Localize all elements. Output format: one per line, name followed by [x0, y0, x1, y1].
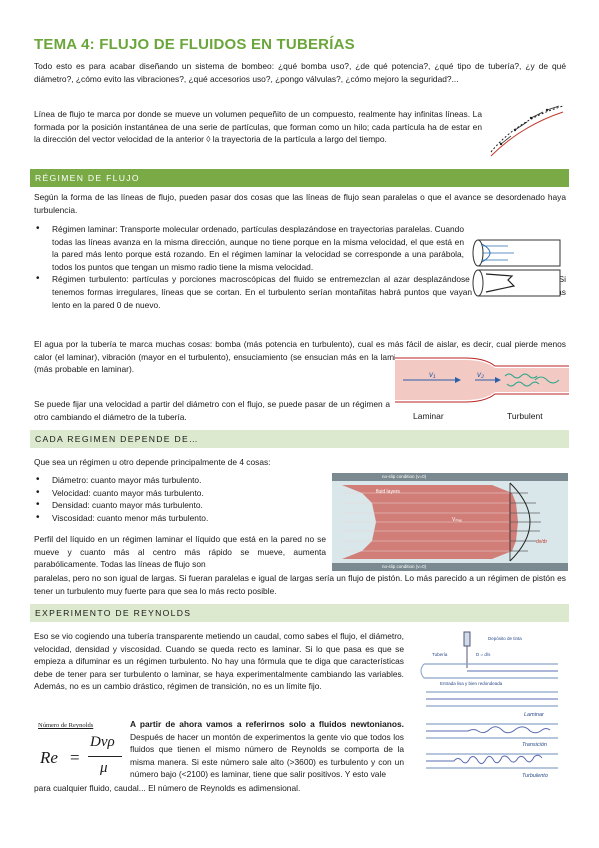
- formula-equals: =: [70, 748, 80, 767]
- intro-paragraph: Todo esto es para acabar diseñando un si…: [34, 61, 566, 84]
- water-paragraph: El agua por la tubería te marca muchas c…: [34, 338, 566, 376]
- reynolds-formula: Número de Reynolds Re = Dvρ μ: [34, 722, 122, 782]
- turbulent-label: Turbulent: [507, 411, 543, 421]
- top-wall-label: no-slip condition (v=0): [382, 474, 427, 479]
- v2-label: v₂: [477, 370, 485, 379]
- v1-label: v₁: [429, 370, 436, 379]
- bottom-wall-label: no-slip condition (v=0): [382, 564, 427, 569]
- formula-re: Re: [40, 748, 58, 767]
- factors-list: Diámetro: cuanto mayor más turbulento. V…: [34, 474, 324, 524]
- laminar-label: Laminar: [413, 411, 444, 421]
- reynolds-paragraph: Eso se vio cogiendo una tubería transpar…: [34, 631, 404, 692]
- formula-denominator: μ: [100, 760, 108, 776]
- water-text: El agua por la tubería te marca muchas c…: [34, 339, 566, 375]
- fraction-bar: [88, 756, 122, 757]
- section-header-reynolds: EXPERIMENTO DE REYNOLDS: [30, 604, 569, 622]
- page-title: TEMA 4: FLUJO DE FLUIDOS EN TUBERÍAS: [34, 36, 355, 53]
- profile-paragraph: Perfil del líquido en un régimen laminar…: [34, 534, 326, 570]
- list-item: Régimen laminar: Transporte molecular or…: [34, 223, 464, 273]
- regimen-intro: Según la forma de las líneas de flujo, p…: [34, 192, 566, 215]
- tube-label: Tubería: [432, 652, 448, 657]
- entrance-label: Entrada lisa y bien redondeada: [440, 681, 503, 686]
- dye-tank-label: Depósito de tinta: [488, 636, 522, 641]
- velocity-profile-figure: no-slip condition (v=0) fluid layers Vₘₐ…: [332, 473, 568, 571]
- fluid-layers-label: fluid layers: [376, 489, 400, 495]
- list-item: Diámetro: cuanto mayor más turbulento.: [34, 474, 324, 487]
- list-item: Densidad: cuanto mayor más turbulento.: [34, 499, 324, 512]
- diameter-paragraph: Se puede fijar una velocidad a partir de…: [34, 399, 390, 422]
- pipe-figure: [472, 239, 561, 297]
- section-header-cada: CADA REGIMEN DEPENDE DE…: [30, 430, 569, 448]
- list-item: Régimen turbulento: partículas y porcion…: [34, 273, 566, 311]
- diameter-label: D = d/s: [476, 652, 491, 657]
- reynolds-experiment-figure: Tubería Depósito de tinta D = d/s Entrad…: [418, 630, 568, 798]
- list-item: Velocidad: cuanto mayor más turbulento.: [34, 487, 324, 500]
- newtonian-bold: A partir de ahora vamos a referirnos sol…: [130, 719, 404, 729]
- slope-label: dv/dr: [536, 539, 548, 545]
- newtonian-paragraph: A partir de ahora vamos a referirnos sol…: [130, 718, 404, 781]
- formula-numerator: Dvρ: [90, 734, 115, 750]
- newtonian-paragraph-cont: para cualquier fluido, caudal... El núme…: [34, 783, 301, 793]
- transition-fig-label: Transición: [522, 742, 547, 748]
- laminar-fig-label: Laminar: [524, 712, 544, 718]
- formula-caption: Número de Reynolds: [38, 722, 94, 729]
- turbulent-fig-label: Turbulento: [522, 773, 548, 779]
- vmax-label: Vₘₐₓ: [452, 517, 462, 523]
- newtonian-text: Después de hacer un montón de experiment…: [130, 731, 404, 780]
- section-header-regimen: RÉGIMEN DE FLUJO: [30, 169, 569, 187]
- flow-regime-figure: v₁ v₂ Laminar Turbulent: [395, 352, 569, 426]
- list-item: Viscosidad: cuanto menor más turbulento.: [34, 512, 324, 525]
- regimen-list: Régimen laminar: Transporte molecular or…: [34, 223, 566, 311]
- cada-intro: Que sea un régimen u otro depende princi…: [34, 457, 271, 467]
- profile-paragraph-cont: paralelas, pero no son igual de largas. …: [34, 573, 566, 596]
- streamline-paragraph: Línea de flujo te marca por donde se mue…: [34, 109, 482, 145]
- streamline-figure: [490, 105, 564, 157]
